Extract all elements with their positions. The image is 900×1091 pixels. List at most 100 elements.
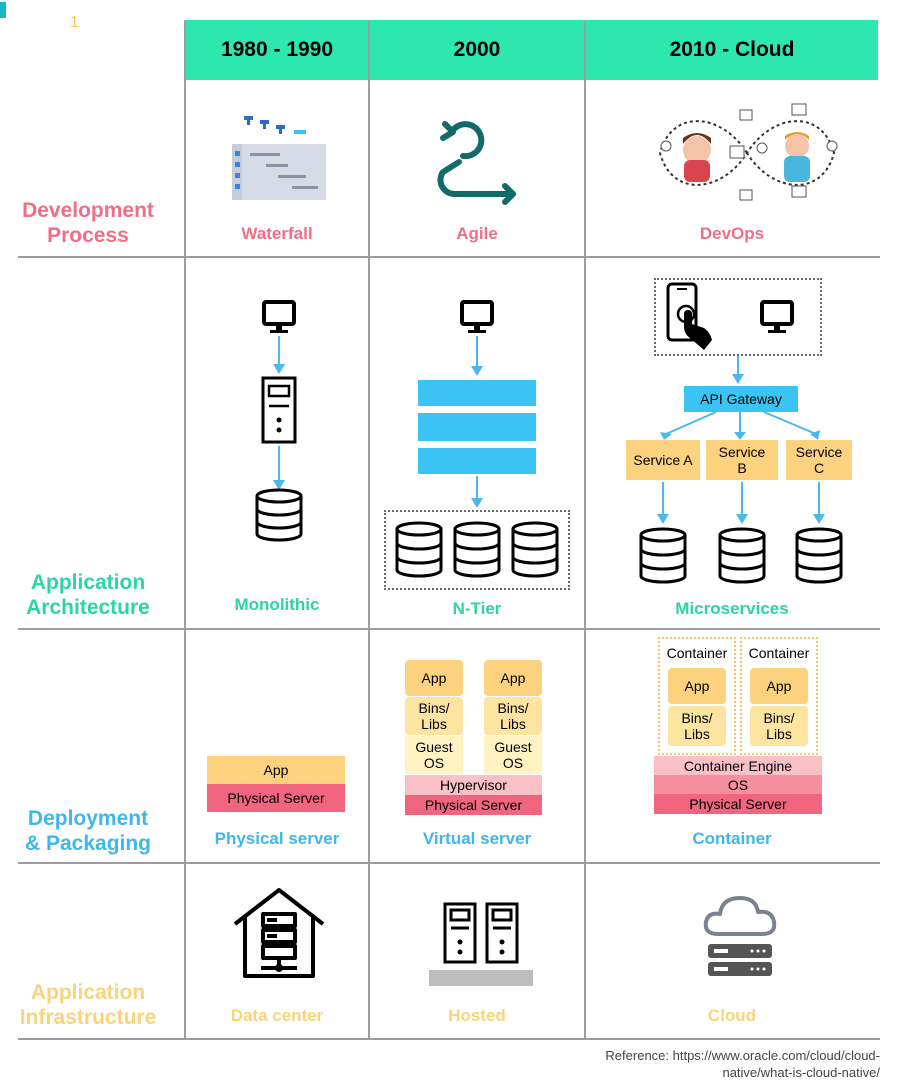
reference-line: Reference: https://www.oracle.com/cloud/… bbox=[605, 1048, 880, 1063]
tier-layer bbox=[418, 413, 536, 441]
server-tower-icon bbox=[261, 376, 297, 444]
tier-layer bbox=[418, 380, 536, 406]
cloud-server-icon bbox=[703, 896, 777, 976]
vm1-guest-os-layer: Guest OS bbox=[405, 736, 463, 774]
row-label-application-architecture: Application Architecture bbox=[0, 570, 176, 620]
container-os-layer: OS bbox=[654, 775, 822, 794]
clients-box bbox=[654, 278, 822, 356]
n-tier-arrow-top bbox=[471, 336, 483, 376]
cell-label-data-center: Data center bbox=[230, 1006, 324, 1025]
row-label-deployment-packaging: Deployment & Packaging bbox=[0, 806, 176, 856]
grid-line-h4 bbox=[18, 1038, 880, 1040]
database-cluster-box bbox=[384, 510, 570, 590]
cell-label-n-tier: N-Tier bbox=[452, 599, 502, 618]
row-label-line: Application bbox=[30, 571, 146, 594]
n-tier-databases bbox=[395, 521, 559, 578]
container-1-label: Container bbox=[666, 645, 728, 661]
cell-label-microservices: Microservices bbox=[675, 599, 789, 618]
monitor-icon bbox=[760, 300, 794, 333]
grid-line-h3 bbox=[18, 862, 880, 864]
column-header-1980-1990: 1980 - 1990 bbox=[186, 20, 368, 80]
service-label: C bbox=[813, 460, 825, 476]
layer-label: Bins/ bbox=[497, 700, 529, 716]
reference-line: native/what-is-cloud-native/ bbox=[722, 1065, 880, 1080]
container-2-box bbox=[740, 637, 818, 755]
cell-label-physical-server: Physical server bbox=[214, 829, 340, 848]
layer-label: Libs bbox=[421, 716, 447, 732]
container-1-box bbox=[658, 637, 736, 755]
container-engine-layer: Container Engine bbox=[654, 756, 822, 775]
tier-layer bbox=[418, 448, 536, 474]
service-label: Service bbox=[718, 444, 766, 460]
hosted-servers-icon bbox=[429, 902, 533, 986]
cell-label-devops: DevOps bbox=[699, 224, 765, 243]
row-label-line: Application bbox=[30, 981, 146, 1004]
gateway-to-services-arrows bbox=[660, 411, 820, 440]
layer-label: Libs bbox=[684, 726, 710, 742]
grid-line-v3 bbox=[584, 20, 586, 1040]
layer-label: OS bbox=[423, 755, 445, 771]
service-to-db-arrows bbox=[657, 482, 825, 524]
grid-line-v1 bbox=[184, 20, 186, 1040]
service-a-box: Service A bbox=[626, 440, 700, 480]
virtual-physical-server-layer: Physical Server bbox=[405, 795, 542, 815]
layer-label: OS bbox=[502, 755, 524, 771]
waterfall-icon bbox=[232, 116, 326, 200]
cell-label-container: Container bbox=[692, 829, 772, 848]
service-c-box: Service C bbox=[786, 440, 852, 480]
service-label: Service bbox=[795, 444, 843, 460]
physical-server-layer: Physical Server bbox=[207, 784, 345, 812]
row-label-line: Infrastructure bbox=[19, 1006, 157, 1029]
monitor-icon bbox=[460, 300, 494, 333]
n-tier-arrow-bottom bbox=[471, 476, 483, 508]
column-header-2000: 2000 bbox=[370, 20, 584, 80]
agile-icon bbox=[437, 121, 516, 205]
service-label: B bbox=[737, 460, 747, 476]
cell-label-monolithic: Monolithic bbox=[234, 595, 320, 614]
monitor-icon bbox=[262, 300, 296, 333]
vm2-app-layer: App bbox=[484, 660, 542, 696]
grid-line-v2 bbox=[368, 20, 370, 1040]
container-1-bins-layer: Bins/ Libs bbox=[668, 706, 726, 746]
gateway-arrow bbox=[732, 356, 744, 384]
column-header-2010-cloud: 2010 - Cloud bbox=[586, 20, 878, 80]
vm2-bins-libs-layer: Bins/ Libs bbox=[484, 697, 542, 735]
grid-line-h1 bbox=[18, 256, 880, 258]
layer-label: Libs bbox=[500, 716, 526, 732]
layer-label: Bins/ bbox=[763, 710, 795, 726]
corner-mark bbox=[0, 2, 6, 18]
database-icon bbox=[255, 488, 303, 542]
container-physical-server-layer: Physical Server bbox=[654, 794, 822, 814]
row-label-line: Architecture bbox=[26, 596, 150, 619]
physical-app-layer: App bbox=[207, 756, 345, 784]
layer-label: Bins/ bbox=[681, 710, 713, 726]
cell-label-agile: Agile bbox=[456, 224, 498, 243]
layer-label: Guest bbox=[415, 739, 453, 755]
row-label-development-process: Development Process bbox=[0, 198, 176, 248]
cell-label-hosted: Hosted bbox=[448, 1006, 506, 1025]
reference-note: Reference: https://www.oracle.com/cloud/… bbox=[605, 1047, 880, 1081]
vm1-app-layer: App bbox=[405, 660, 463, 696]
row-label-line: Deployment bbox=[27, 807, 149, 830]
container-2-app-layer: App bbox=[750, 668, 808, 704]
page-number: 1 bbox=[70, 14, 79, 31]
service-label: Service A bbox=[633, 452, 693, 468]
hypervisor-layer: Hypervisor bbox=[405, 775, 542, 795]
microservices-databases bbox=[639, 527, 843, 584]
layer-label: Guest bbox=[494, 739, 532, 755]
data-center-icon bbox=[233, 888, 325, 978]
container-1-app-layer: App bbox=[668, 668, 726, 704]
api-gateway-box: API Gateway bbox=[684, 386, 798, 412]
row-label-application-infrastructure: Application Infrastructure bbox=[0, 980, 176, 1030]
cell-label-cloud: Cloud bbox=[707, 1006, 757, 1025]
row-label-line: Process bbox=[47, 224, 129, 247]
container-2-label: Container bbox=[748, 645, 810, 661]
smartphone-touch-icon bbox=[666, 282, 712, 350]
cell-label-virtual-server: Virtual server bbox=[422, 829, 532, 848]
cell-label-waterfall: Waterfall bbox=[241, 224, 313, 243]
vm2-guest-os-layer: Guest OS bbox=[484, 736, 542, 774]
service-b-box: Service B bbox=[706, 440, 778, 480]
row-label-line: & Packaging bbox=[24, 832, 152, 855]
layer-label: Libs bbox=[766, 726, 792, 742]
